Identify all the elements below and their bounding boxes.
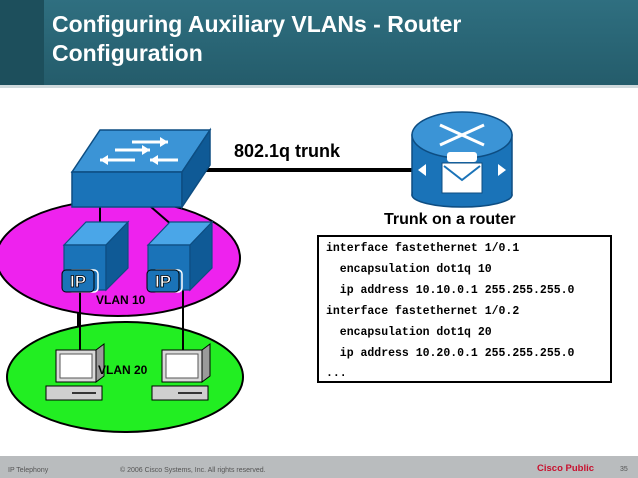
slide-header xyxy=(0,0,638,85)
router-icon xyxy=(411,111,513,208)
trunk-label: 802.1q trunk xyxy=(234,141,341,161)
header-accent xyxy=(0,0,44,85)
network-diagram: IP IP xyxy=(0,111,513,433)
ip-badge: IP xyxy=(146,269,180,293)
config-line: ... xyxy=(326,367,347,380)
config-line: interface fastethernet 1/0.1 xyxy=(326,242,520,255)
router-config-box: interface fastethernet 1/0.1 encapsulati… xyxy=(317,235,612,383)
pc-icon xyxy=(151,343,211,401)
config-line: ip address 10.10.0.1 255.255.255.0 xyxy=(326,284,575,297)
footer-course: IP Telephony xyxy=(8,467,49,474)
svg-text:IP: IP xyxy=(155,272,171,291)
config-line: encapsulation dot1q 20 xyxy=(326,326,492,339)
vlan10-label: VLAN 10 xyxy=(96,293,146,307)
router-title: Trunk on a router xyxy=(384,211,516,228)
config-line: encapsulation dot1q 10 xyxy=(326,263,492,276)
slide-title: Configuring Auxiliary VLANs - Router Con… xyxy=(52,11,462,66)
slide-footer xyxy=(0,456,638,478)
ip-badge: IP xyxy=(61,269,95,293)
switch-icon xyxy=(70,127,212,210)
footer-brand: Cisco Public xyxy=(537,463,595,474)
config-line: interface fastethernet 1/0.2 xyxy=(326,305,520,318)
footer-copyright: © 2006 Cisco Systems, Inc. All rights re… xyxy=(120,467,266,474)
svg-text:IP: IP xyxy=(70,272,86,291)
header-divider xyxy=(0,85,638,88)
page-number: 35 xyxy=(620,466,628,473)
pc-icon xyxy=(45,343,105,401)
vlan20-label: VLAN 20 xyxy=(98,363,148,377)
config-line: ip address 10.20.0.1 255.255.255.0 xyxy=(326,347,575,360)
